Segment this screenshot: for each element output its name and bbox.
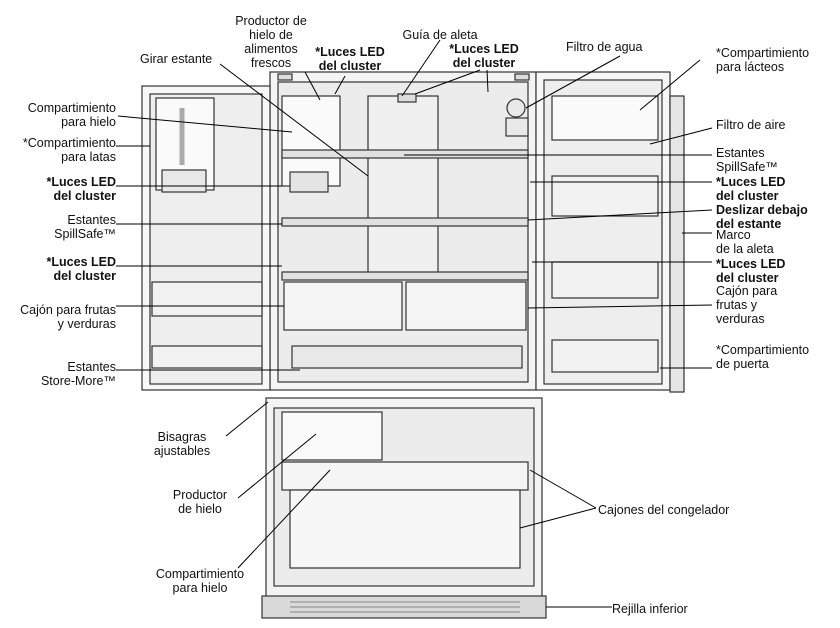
freezer-ice-maker [281,411,383,461]
label-cajon-frutas-left: Cajón para frutas y verduras [20,303,116,331]
label-productor-hielo-frescos: Productor de hielo de alimentos frescos [235,14,307,70]
label-filtro-aire: Filtro de aire [716,118,786,132]
fresh-ice-maker [281,95,341,187]
label-comp-hielo-freezer: Compartimiento para hielo [155,567,245,595]
door-bin-bottom [151,345,263,369]
label-comp-puerta: *Compartimiento de puerta [716,343,810,371]
label-filtro-agua: Filtro de agua [566,40,643,54]
label-estantes-storemore: Estantes Store-More™ [40,360,116,388]
label-productor-hielo: Productor de hielo [172,488,228,516]
rear-wall [367,95,439,277]
label-guia-aleta: Guía de aleta [402,28,478,42]
label-bisagras: Bisagras ajustables [153,430,211,458]
label-comp-lacteos: *Compartimiento para lácteos [716,46,810,74]
shelf-upper [281,149,529,159]
store-more-shelf [291,345,523,369]
label-luces-led-left-2: *Luces LED del cluster [46,255,116,283]
freezer-top-drawer [281,461,529,491]
label-estantes-spillsafe-left: Estantes SpillSafe™ [54,213,116,241]
door-can-bin [161,169,207,193]
label-luces-led-right-1: *Luces LED del cluster [716,175,786,203]
label-deslizar-debajo: Deslizar debajo del estante [716,203,808,231]
shelf-middle [281,217,529,227]
door-bin-right-bottom [551,339,659,373]
top-hinge-left [277,73,293,81]
crisper-left [283,281,403,331]
door-shelf-right-1 [551,175,659,217]
freezer-basket [289,489,521,569]
label-cajon-frutas-right: Cajón para frutas y verduras [716,284,778,326]
right-door-edge [669,95,685,393]
door-bin-lower [151,281,263,317]
dairy-bin [551,95,659,141]
label-cajones-congelador: Cajones del congelador [598,503,730,517]
label-girar-estante: Girar estante [140,52,213,66]
label-luces-led-left-1: *Luces LED del cluster [46,175,116,203]
shelf-lower [281,271,529,281]
water-filter [506,98,526,118]
label-rejilla-inferior: Rejilla inferior [612,602,688,616]
label-marco-aleta: Marco de la aleta [716,228,774,256]
crisper-right [405,281,527,331]
label-estantes-spillsafe-right: Estantes SpillSafe™ [716,146,778,174]
label-luces-led-top-left: *Luces LED del cluster [315,45,385,73]
label-comp-latas: *Compartimiento para latas [22,136,116,164]
label-luces-led-top-right: *Luces LED del cluster [449,42,519,70]
door-shelf-right-2 [551,261,659,299]
label-luces-led-right-2: *Luces LED del cluster [716,257,786,285]
label-comp-hielo-door: Compartimiento para hielo [27,101,116,129]
top-hinge-right [514,73,530,81]
